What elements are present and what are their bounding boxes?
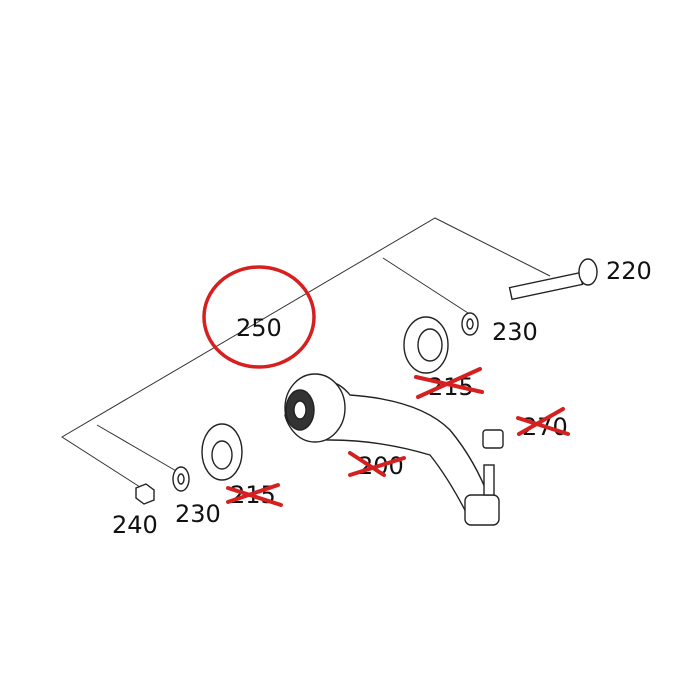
label-250: 250 — [236, 314, 282, 342]
highlight-circle — [202, 265, 316, 369]
label-230-left: 230 — [175, 500, 221, 528]
washer-left-part — [172, 466, 190, 492]
washer-right-part — [461, 312, 479, 336]
bolt-part — [508, 258, 598, 301]
cross-out-270 — [516, 407, 570, 436]
label-240: 240 — [112, 511, 158, 539]
label-230-right: 230 — [492, 318, 538, 346]
ball-joint-nut-part — [482, 429, 504, 449]
cross-out-200 — [348, 451, 406, 477]
control-arm-part — [284, 373, 500, 526]
bushing-right-part — [403, 316, 449, 374]
cross-out-215-right — [414, 367, 484, 399]
leader-lines — [61, 217, 551, 488]
bushing-left-part — [201, 423, 243, 481]
label-220: 220 — [606, 257, 652, 285]
nut-part — [135, 483, 155, 505]
cross-out-215-left — [226, 483, 283, 507]
